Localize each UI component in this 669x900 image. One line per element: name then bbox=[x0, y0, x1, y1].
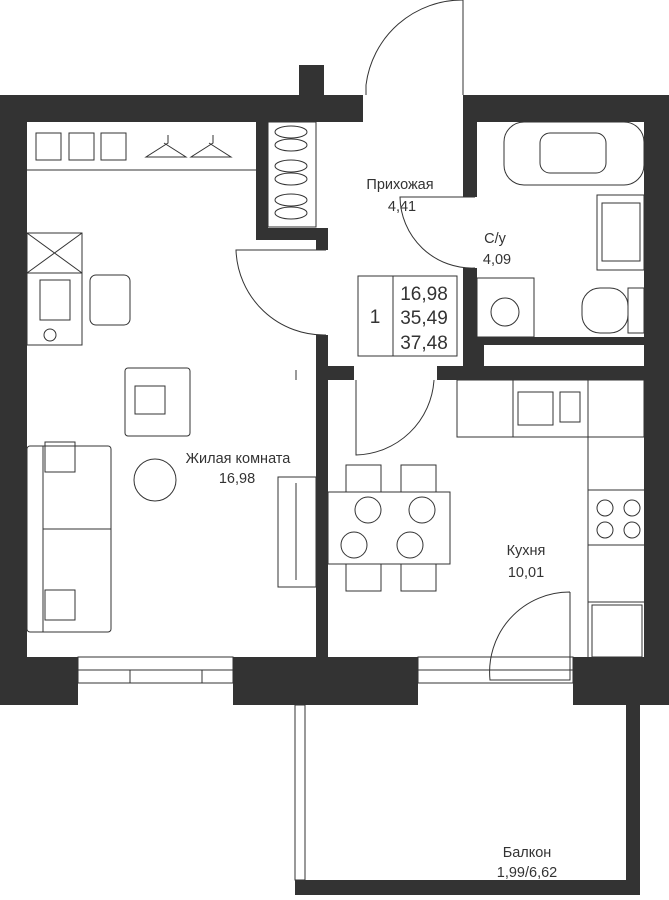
tv-stand bbox=[277, 476, 317, 588]
room-name-bathroom: С/у bbox=[484, 231, 507, 247]
room-area-kitchen: 10,01 bbox=[508, 565, 544, 581]
rooms-count: 1 bbox=[370, 307, 381, 328]
kitchen-counter bbox=[456, 379, 645, 657]
living-room-door[interactable] bbox=[235, 249, 327, 336]
wardrobe bbox=[27, 132, 256, 171]
sofa bbox=[26, 441, 112, 633]
fridge bbox=[591, 604, 643, 658]
stove bbox=[596, 499, 641, 539]
room-area-hallway: 4,41 bbox=[388, 199, 416, 215]
living-area: 16,98 bbox=[400, 284, 448, 305]
apartment-summary: 1 16,98 35,49 37,48 bbox=[357, 275, 458, 357]
room-name-living: Жилая комната bbox=[186, 451, 292, 467]
balcony-door[interactable] bbox=[489, 591, 571, 681]
walls bbox=[0, 65, 669, 895]
room-area-living: 16,98 bbox=[219, 471, 255, 487]
total-area: 35,49 bbox=[400, 308, 448, 329]
room-name-balcony: Балкон bbox=[503, 845, 552, 861]
toilet bbox=[581, 287, 629, 334]
room-name-kitchen: Кухня bbox=[507, 543, 546, 559]
room-name-hallway: Прихожая bbox=[366, 177, 433, 193]
dining-set bbox=[327, 464, 451, 592]
shoe-rack bbox=[267, 121, 317, 228]
office-chair bbox=[89, 274, 131, 326]
desk bbox=[26, 232, 83, 346]
washbasin bbox=[596, 194, 645, 271]
entrance-door[interactable] bbox=[365, 0, 464, 95]
kitchen-door[interactable] bbox=[355, 379, 435, 456]
room-area-balcony: 1,99/6,62 bbox=[497, 865, 557, 881]
room-area-bathroom: 4,09 bbox=[483, 252, 511, 268]
windows bbox=[77, 656, 626, 888]
bathtub bbox=[503, 121, 645, 186]
coffee-table bbox=[133, 458, 177, 502]
bathroom-door[interactable] bbox=[399, 196, 476, 269]
armchair bbox=[124, 367, 191, 437]
washing-machine bbox=[476, 277, 535, 338]
total-area-with-balcony: 37,48 bbox=[400, 333, 448, 354]
